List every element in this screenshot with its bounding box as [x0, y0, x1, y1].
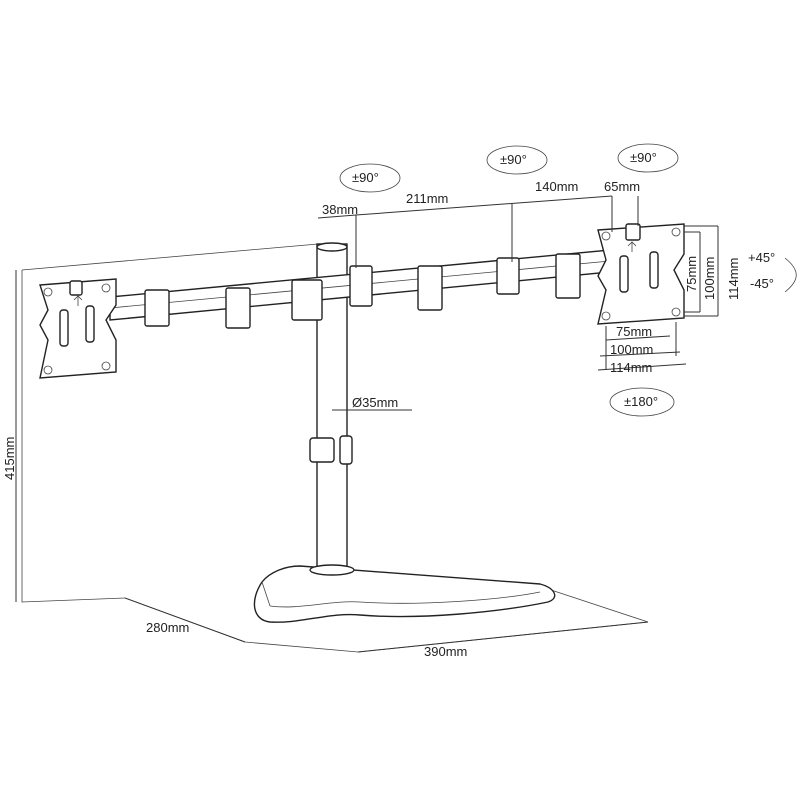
head-swivel-label: ±90°	[630, 150, 657, 165]
arm-second-label: 140mm	[535, 179, 578, 194]
rotate-label: ±180°	[624, 394, 658, 409]
pole-swivel-label: ±90°	[352, 170, 379, 185]
horizontal-arm	[109, 249, 611, 329]
base-depth-label: 280mm	[146, 620, 189, 635]
vesa-114-width-label: 114mm	[610, 360, 652, 375]
vesa-100-width-label: 100mm	[610, 342, 653, 357]
vesa-100-height-label: 100mm	[702, 257, 717, 300]
arm-swivel-label: ±90°	[500, 152, 527, 167]
tilt-up-label: +45°	[748, 250, 775, 265]
vesa-plate-left	[39, 278, 117, 379]
arm-first-label: 211mm	[406, 191, 448, 206]
wall-outline	[21, 243, 319, 603]
vesa-dimension-lines	[597, 225, 719, 371]
vesa-114-height-label: 114mm	[726, 258, 741, 300]
stand-base	[253, 565, 556, 623]
arm-dimension-lines	[317, 195, 639, 268]
base-width-label: 390mm	[424, 644, 467, 659]
arrow-up-icon	[73, 241, 637, 306]
rotation-arrow-icon	[339, 143, 797, 417]
vesa-75-width-label: 75mm	[616, 324, 652, 339]
tilt-down-label: -45°	[750, 276, 774, 291]
vesa-plate-right	[597, 223, 685, 325]
pole-diameter-label: Ø35mm	[352, 395, 398, 410]
pole-to-joint-label: 38mm	[322, 202, 358, 217]
arm-end-label: 65mm	[604, 179, 640, 194]
height-label: 415mm	[2, 437, 17, 480]
base-dimension-lines	[15, 270, 649, 653]
vesa-75-height-label: 75mm	[684, 256, 699, 292]
